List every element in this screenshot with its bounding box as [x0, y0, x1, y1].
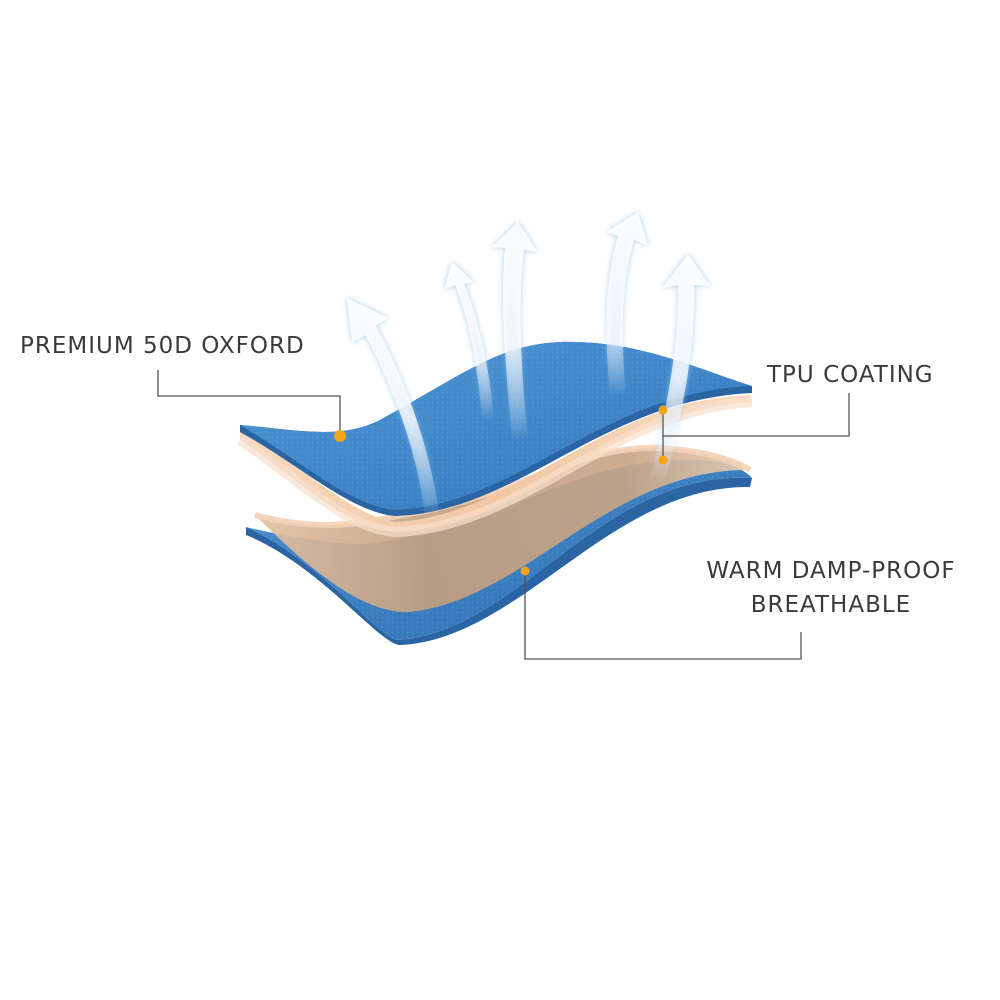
- label-warm-line1: WARM DAMP-PROOF: [706, 558, 956, 584]
- label-warm-breathable: WARM DAMP-PROOF BREATHABLE: [700, 554, 962, 622]
- leader-line-oxford: [157, 370, 341, 436]
- airflow-arrow-icon: [347, 298, 440, 520]
- leader-line-tpu: [663, 393, 850, 437]
- airflow-arrow-icon: [492, 222, 538, 440]
- label-premium-oxford: PREMIUM 50D OXFORD: [20, 333, 305, 359]
- label-warm-line2: BREATHABLE: [750, 592, 912, 618]
- callout-markers: [334, 405, 668, 576]
- airflow-arrow-icon: [606, 212, 648, 395]
- callout-dot-icon: [658, 405, 668, 415]
- label-tpu-coating: TPU COATING: [767, 362, 934, 388]
- callout-dot-icon: [520, 566, 530, 576]
- leader-line-warm: [524, 571, 802, 660]
- callout-dot-icon: [334, 430, 346, 442]
- airflow-arrows: [347, 212, 710, 520]
- airflow-arrow-icon: [650, 254, 710, 482]
- tpu-coating-layer: [237, 395, 753, 538]
- airflow-arrow-icon: [444, 262, 494, 420]
- leader-lines: [157, 370, 850, 660]
- callout-dot-icon: [658, 455, 668, 465]
